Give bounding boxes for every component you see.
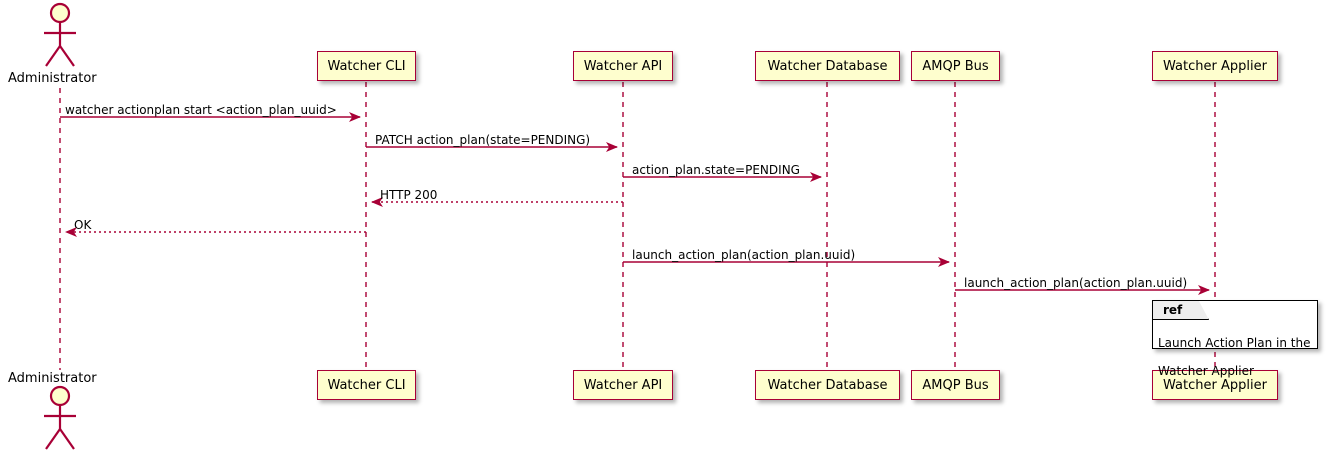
participant-label: Watcher API (583, 58, 663, 74)
message-label-4: HTTP 200 (380, 188, 438, 202)
message-label-7: launch_action_plan(action_plan.uuid) (964, 276, 1188, 290)
message-label-2: PATCH action_plan(state=PENDING) (375, 133, 591, 147)
participant-label: Watcher CLI (327, 377, 406, 393)
participant-label: Watcher CLI (327, 58, 406, 74)
participant-label: AMQP Bus (922, 377, 989, 393)
ref-fragment-body-line1: Launch Action Plan in the (1158, 336, 1311, 350)
ref-fragment-tab-label: ref (1153, 301, 1209, 320)
ref-fragment[interactable]: ref Launch Action Plan in the Watcher Ap… (1152, 300, 1318, 378)
participant-box-amqp-bus-bottom[interactable]: AMQP Bus (911, 370, 1000, 400)
actor-figure-top (44, 2, 76, 67)
participant-box-watcher-api-bottom[interactable]: Watcher API (573, 370, 673, 400)
actor-label-administrator-top: Administrator (8, 71, 97, 86)
participant-box-watcher-applier-top[interactable]: Watcher Applier (1152, 51, 1278, 81)
participant-box-watcher-cli-top[interactable]: Watcher CLI (317, 51, 416, 81)
participant-box-amqp-bus-top[interactable]: AMQP Bus (911, 51, 1000, 81)
message-label-1: watcher actionplan start <action_plan_uu… (65, 103, 337, 117)
participant-box-watcher-database-top[interactable]: Watcher Database (755, 51, 900, 81)
participant-label: Watcher Database (767, 58, 888, 74)
participant-box-watcher-cli-bottom[interactable]: Watcher CLI (317, 370, 416, 400)
ref-fragment-body-line2: Watcher Applier (1158, 364, 1254, 378)
participant-box-watcher-database-bottom[interactable]: Watcher Database (755, 370, 900, 400)
participant-label: Watcher Applier (1163, 58, 1267, 74)
participant-label: AMQP Bus (922, 58, 989, 74)
participant-box-watcher-api-top[interactable]: Watcher API (573, 51, 673, 81)
actor-figure-bottom (44, 385, 76, 450)
actor-label-administrator-bottom: Administrator (8, 371, 97, 386)
participant-label: Watcher Database (767, 377, 888, 393)
message-arrows (60, 112, 1210, 295)
participant-label: Watcher Applier (1163, 377, 1267, 393)
message-label-5: OK (74, 218, 92, 232)
message-label-6: launch_action_plan(action_plan.uuid) (632, 248, 856, 262)
participant-box-watcher-applier-bottom[interactable]: Watcher Applier (1152, 370, 1278, 400)
participant-label: Watcher API (583, 377, 663, 393)
lifelines (59, 82, 1216, 370)
ref-fragment-body: Launch Action Plan in the Watcher Applie… (1158, 322, 1310, 378)
message-label-3: action_plan.state=PENDING (632, 163, 800, 177)
